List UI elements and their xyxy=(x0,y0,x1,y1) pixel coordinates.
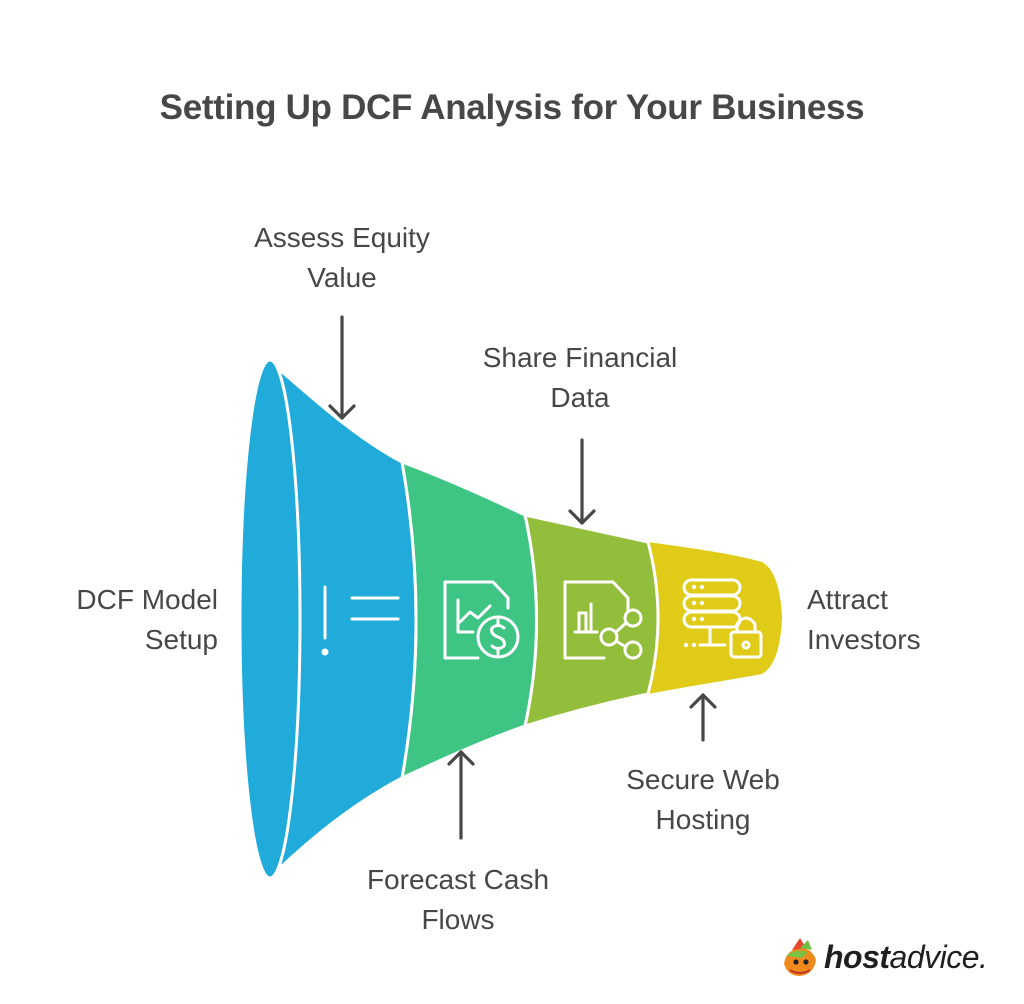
label-line: DCF Model xyxy=(76,584,218,615)
label-secure-web-hosting: Secure Web Hosting xyxy=(578,760,828,840)
label-line: Setup xyxy=(144,624,218,655)
fox-mascot-icon xyxy=(784,938,816,976)
page-title: Setting Up DCF Analysis for Your Busines… xyxy=(159,88,865,127)
label-line: Secure Web xyxy=(626,764,780,795)
label-line: Forecast Cash xyxy=(366,864,550,895)
funnel-segment-dcf-model-setup xyxy=(278,366,418,872)
arrows xyxy=(328,315,717,840)
label-line: Value xyxy=(307,262,377,293)
funnel-segment-forecast-cash-flows xyxy=(400,459,538,781)
arrow-up-hosting xyxy=(689,693,717,742)
logo-bold-text: host xyxy=(824,938,890,975)
document-chart-dollar-icon xyxy=(443,580,520,660)
arrow-down-assess-equity xyxy=(328,315,356,420)
server-dots xyxy=(683,584,705,648)
label-forecast-cash-flows: Forecast Cash Flows xyxy=(328,860,588,940)
document-chart-share-icon xyxy=(563,580,643,660)
label-line: Flows xyxy=(421,904,495,935)
funnel-mouth xyxy=(238,358,302,880)
label-line: Share Financial xyxy=(482,342,678,373)
label-dcf-model-setup: DCF Model Setup xyxy=(20,580,218,660)
label-line: Assess Equity xyxy=(254,222,430,253)
label-line: Hosting xyxy=(655,804,751,835)
info-list-icon xyxy=(323,585,400,640)
arrow-down-share-data xyxy=(568,438,596,525)
info-dot xyxy=(321,648,329,656)
arrow-up-forecast xyxy=(447,750,475,840)
label-line: Data xyxy=(550,382,610,413)
label-line: Investors xyxy=(807,624,921,655)
server-lock-icon xyxy=(682,578,763,659)
funnel-segment-secure-web-hosting xyxy=(648,542,782,694)
label-attract-investors: Attract Investors xyxy=(807,580,1007,660)
label-line: Attract xyxy=(807,584,888,615)
hostadvice-logo: hostadvice. xyxy=(778,932,988,982)
label-share-financial-data: Share Financial Data xyxy=(450,338,710,418)
logo-wordmark: hostadvice. xyxy=(824,938,988,976)
label-assess-equity-value: Assess Equity Value xyxy=(212,218,472,298)
logo-regular-text: advice. xyxy=(889,938,988,975)
